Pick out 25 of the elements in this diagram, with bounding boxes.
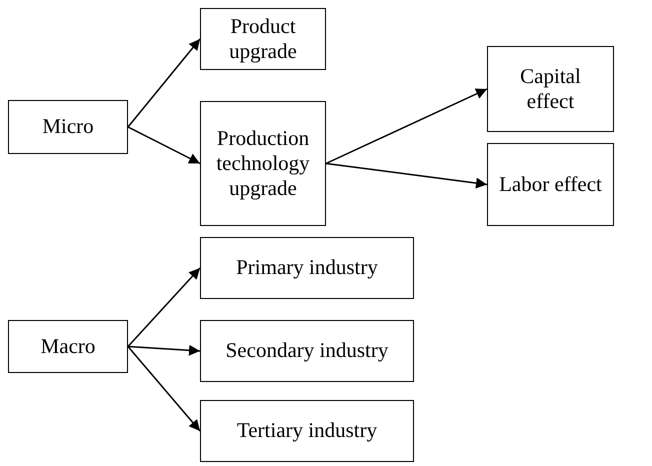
process-box (200, 8, 326, 70)
node-label: Labor effect (499, 172, 602, 198)
node-label: Capital effect (519, 64, 582, 114)
arrow (326, 88, 488, 164)
arrow (128, 344, 200, 356)
process-box (200, 237, 414, 299)
process-box (8, 100, 128, 154)
node-label: Production technology upgrade (215, 126, 311, 202)
node-label: Product upgrade (228, 14, 298, 64)
arrow (127, 268, 201, 347)
node-label: Micro (42, 114, 94, 140)
node-label: Secondary industry (226, 338, 388, 364)
arrow (128, 126, 200, 164)
process-box (200, 101, 326, 226)
arrow (127, 346, 201, 432)
arrow (127, 38, 201, 128)
process-box (200, 320, 414, 382)
process-box (200, 400, 414, 462)
node-label: Macro (40, 334, 96, 360)
process-box (487, 46, 614, 132)
node-label: Tertiary industry (236, 418, 378, 444)
process-box (8, 320, 128, 373)
arrow (326, 162, 488, 189)
process-box (487, 143, 614, 226)
node-label: Primary industry (236, 255, 378, 281)
